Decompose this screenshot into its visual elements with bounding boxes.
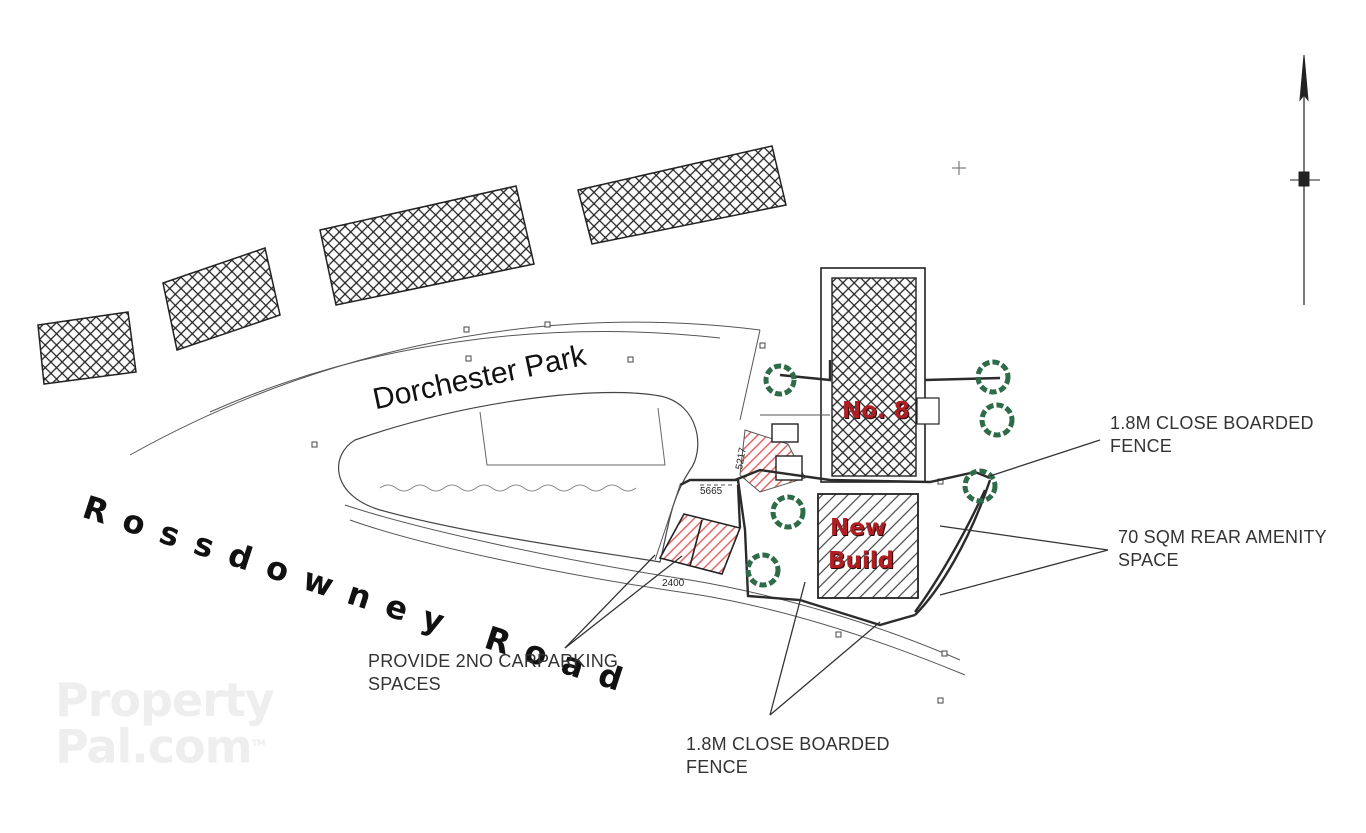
annotation-parking: PROVIDE 2NO CARPARKING SPACES [368,650,618,696]
annotation-amenity: 70 SQM REAR AMENITY SPACE [1118,526,1327,572]
boundary-fences [679,360,1001,627]
house-block-4 [577,145,787,245]
house-block-2 [162,247,281,351]
house-block-3 [319,185,535,306]
plot-label-no8: No. 8 [842,398,910,424]
watermark-text: Pal.com [55,719,253,774]
existing-houses-row [37,145,787,385]
annotation-text: PROVIDE 2NO CARPARKING [368,651,619,671]
parking-bays [658,423,806,575]
annotation-text: FENCE [686,757,749,777]
watermark-line: Pal.comTM [55,722,274,769]
north-arrow-icon [1290,54,1320,305]
watermark-logo: Property Pal.comTM [55,673,275,769]
house-block-1 [37,311,137,385]
tree-icon [975,359,1011,395]
annotation-fence-bottom: 1.8M CLOSE BOARDED FENCE [686,733,890,779]
dimension-label: 5217 [734,446,749,470]
crosshair-icon [952,161,966,175]
annotation-text: SPACE [1118,550,1179,570]
plot-new-build [817,493,919,599]
watermark-tm: TM [251,739,266,749]
annotation-text: FENCE [1110,436,1173,456]
annotation-text: 70 SQM REAR AMENITY [1118,527,1327,547]
annotation-fence-right: 1.8M CLOSE BOARDED FENCE [1110,412,1314,458]
watermark-line: Property [55,673,275,727]
hedge-line [379,484,637,492]
dimension-label: 5665 [700,486,723,497]
tree-icon [745,552,781,588]
tree-icon [979,402,1015,438]
annotation-text: SPACES [368,674,441,694]
trees [745,359,1015,588]
tree-icon [770,494,806,530]
annotation-text: 1.8M CLOSE BOARDED [1110,413,1314,433]
car-park-bays [479,407,666,466]
annotation-text: 1.8M CLOSE BOARDED [686,734,890,754]
car-park-island [337,391,699,563]
plot-label-new-line2: Build [828,548,895,574]
site-lines [654,329,830,561]
tree-icon [763,363,797,397]
dimension-label: 2400 [662,578,685,589]
tree-icon [962,468,998,504]
leader-lines [564,439,1109,716]
plot-no8 [820,267,940,483]
plot-label-new-line1: New [830,515,887,541]
survey-markers [311,321,948,704]
